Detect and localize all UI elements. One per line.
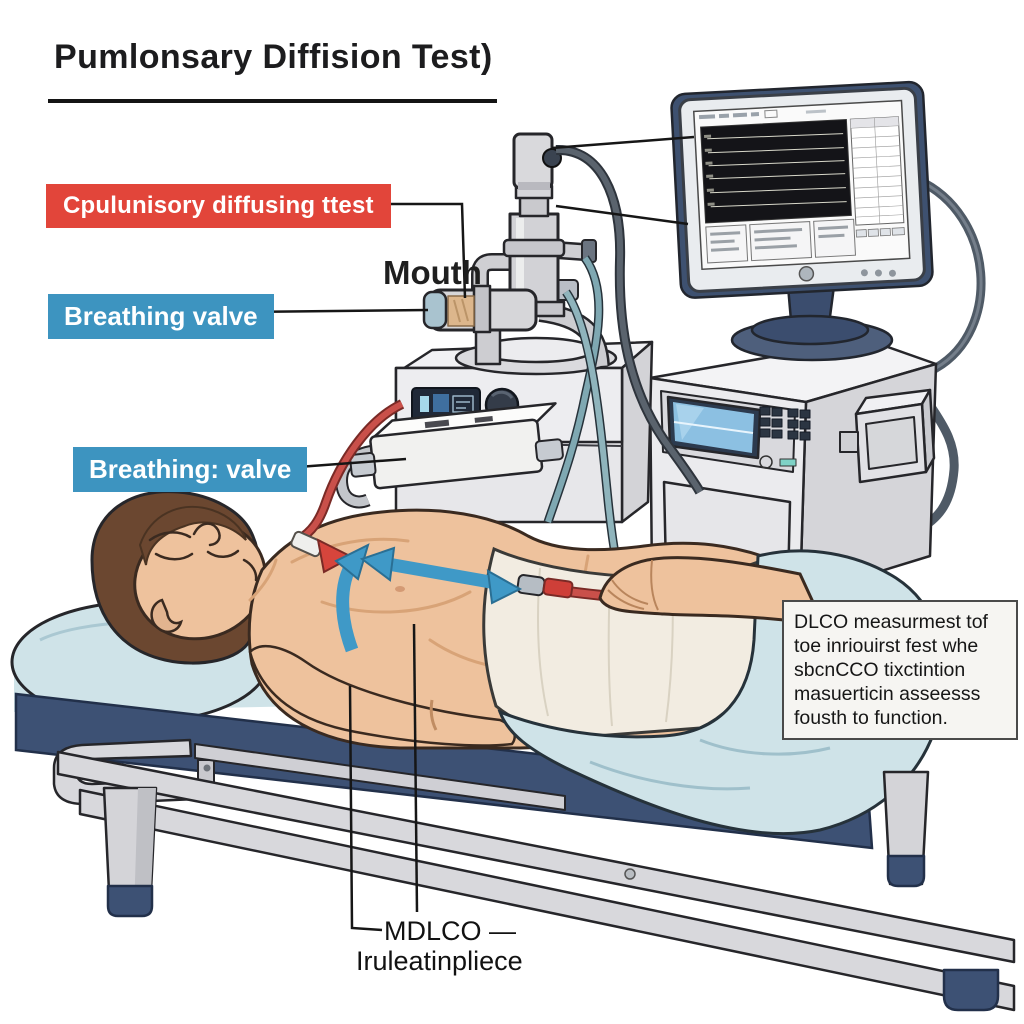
monitor-stand [730, 284, 894, 362]
bed-foot-right [942, 968, 1000, 1012]
chest-tube-left [290, 399, 405, 574]
leader-caption-a [348, 685, 383, 932]
callout-mouth: Mouth [383, 254, 482, 291]
leader-caption-b [412, 623, 419, 913]
callout-breathing-valve-top: Breathing valve [48, 294, 274, 339]
power-button [798, 266, 815, 282]
patient-hand [598, 556, 814, 624]
screen-toolbar [698, 109, 826, 120]
face-features [148, 522, 258, 582]
bed-leg-left [102, 786, 158, 918]
dlco-note-box: DLCO measurmest tof toe inriouirst fest … [782, 600, 1018, 740]
note-line: toe inriouirst fest whe [794, 635, 979, 657]
callout-diffusing-test: Cpulunisory diffusing ttest [46, 184, 391, 228]
title-underline [48, 99, 497, 103]
connector-box [349, 402, 564, 490]
indicator-light [779, 458, 797, 467]
red-arrowhead [316, 538, 355, 574]
monitor [670, 80, 934, 299]
mouthpiece [422, 284, 538, 334]
note-line: fousth to function. [794, 707, 948, 729]
note-line: DLCO measurmest tof [794, 611, 988, 633]
leader-monitor-a [551, 135, 695, 150]
analyzer-cabinet [648, 338, 938, 598]
mouthpiece-assembly [422, 132, 705, 573]
side-box [839, 388, 936, 484]
logo-mark [759, 455, 773, 469]
bed-frame [52, 738, 1016, 1012]
note-line: masuerticin asseesss [794, 683, 981, 705]
waveform-panel [700, 118, 852, 224]
screen-buttons [855, 227, 905, 238]
bezel-dots [860, 269, 896, 277]
page-title: Pumlonsary Diffision Test) [54, 38, 493, 76]
callout-breathing-valve-bottom: Breathing: valve [73, 447, 308, 492]
ear [150, 598, 184, 634]
screen-subpanels [705, 218, 857, 264]
keypad [759, 406, 811, 441]
waveform-traces [707, 133, 847, 208]
leader-diffusing-test [368, 202, 467, 299]
bottom-caption-line1: MDLCO — [384, 916, 517, 946]
diffusion-arrows [334, 543, 523, 653]
leader-breathing-valve-bottom [297, 457, 407, 469]
leader-breathing-valve-top [247, 308, 429, 314]
leader-lines [247, 135, 695, 932]
bottom-caption-line2: Iruleatinpliece [356, 946, 523, 976]
results-table [849, 116, 905, 226]
leader-monitor-b [555, 204, 689, 226]
note-line: sbcnCCO tixctintion [794, 659, 966, 681]
bed-leg-right [882, 770, 930, 888]
